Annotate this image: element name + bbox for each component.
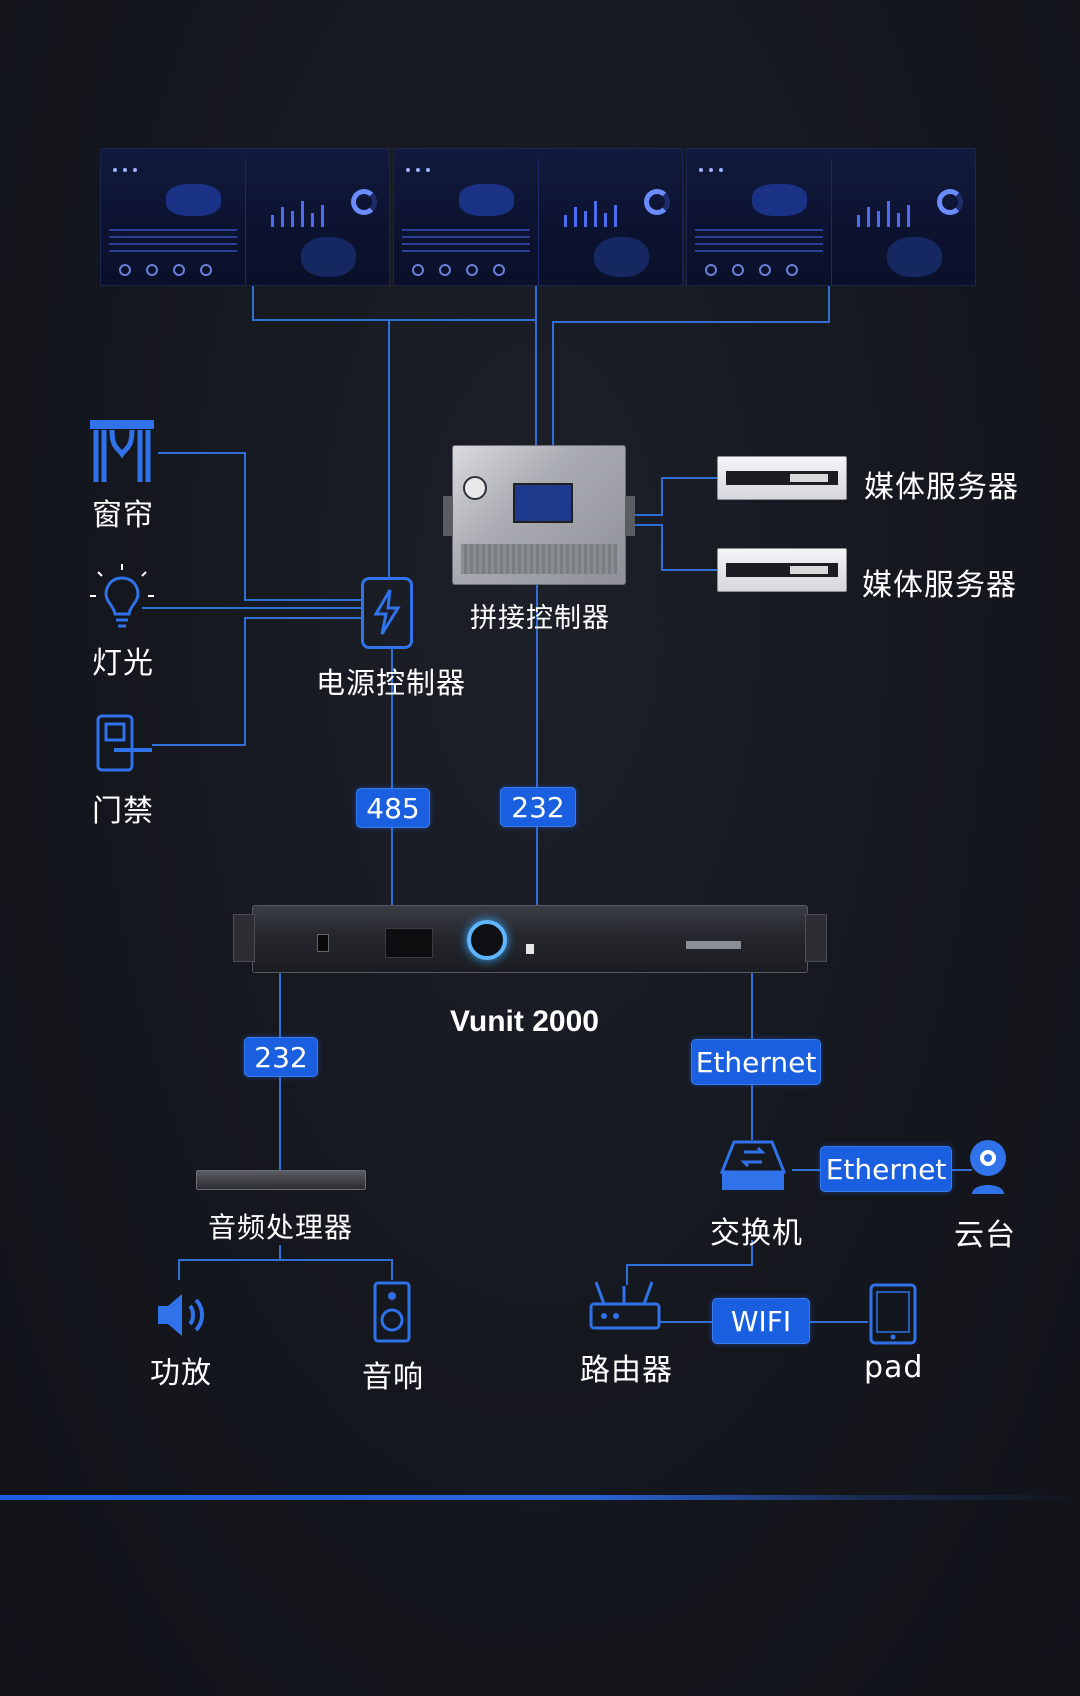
access-label: 门禁	[92, 794, 154, 829]
audio-processor-label: 音频处理器	[208, 1211, 354, 1244]
link-badge-232-bottom: 232	[244, 1037, 318, 1077]
wire-screen3	[552, 286, 830, 450]
wire-screen1	[252, 286, 537, 450]
pad-label: pad	[864, 1350, 924, 1385]
media-server-1-device	[717, 456, 847, 500]
link-badge-wifi: WIFI	[712, 1298, 810, 1344]
display-screen-1	[100, 148, 390, 286]
link-badge-485: 485	[356, 788, 430, 828]
vunit-device	[233, 905, 827, 973]
bottom-accent-bar	[0, 1495, 1080, 1500]
ptz-label: 云台	[954, 1218, 1016, 1253]
wire-audio-branch	[178, 1245, 281, 1280]
audio-processor-device	[196, 1170, 366, 1190]
link-badge-ethernet-ptz: Ethernet	[820, 1146, 952, 1192]
tablet-icon	[869, 1283, 917, 1345]
link-badge-232-top: 232	[500, 787, 576, 827]
curtain-icon	[90, 420, 154, 482]
power-controller-label: 电源控制器	[316, 666, 467, 700]
amplifier-label: 功放	[150, 1356, 212, 1391]
wire-switch-router	[626, 1240, 753, 1285]
media-server-2-device	[717, 548, 847, 592]
wire-media1	[626, 477, 717, 516]
speaker-volume-icon	[158, 1294, 204, 1336]
display-screen-2	[393, 148, 683, 286]
power-icon	[361, 577, 413, 649]
door-lock-icon	[96, 714, 152, 772]
media-server-1-label: 媒体服务器	[864, 470, 1019, 505]
display-screen-3	[686, 148, 976, 286]
bulb-icon	[90, 564, 154, 628]
vunit-label: Vunit 2000	[450, 1005, 599, 1038]
speaker-label: 音响	[362, 1360, 424, 1395]
switch-icon	[719, 1140, 787, 1190]
curtain-label: 窗帘	[92, 498, 154, 533]
wire-curtain	[158, 452, 361, 601]
splice-controller-device	[443, 445, 635, 585]
wire-access	[152, 617, 361, 746]
loudspeaker-icon	[373, 1281, 411, 1343]
switch-label: 交换机	[710, 1216, 803, 1251]
camera-icon	[970, 1140, 1006, 1194]
splice-controller-label: 拼接控制器	[470, 603, 610, 634]
media-server-2-label: 媒体服务器	[862, 568, 1017, 603]
wire-media2	[626, 524, 717, 571]
wire-audio-speaker	[280, 1259, 393, 1280]
router-label: 路由器	[580, 1353, 673, 1388]
light-label: 灯光	[92, 646, 154, 681]
router-icon	[589, 1281, 661, 1330]
link-badge-ethernet-vunit: Ethernet	[691, 1039, 821, 1085]
